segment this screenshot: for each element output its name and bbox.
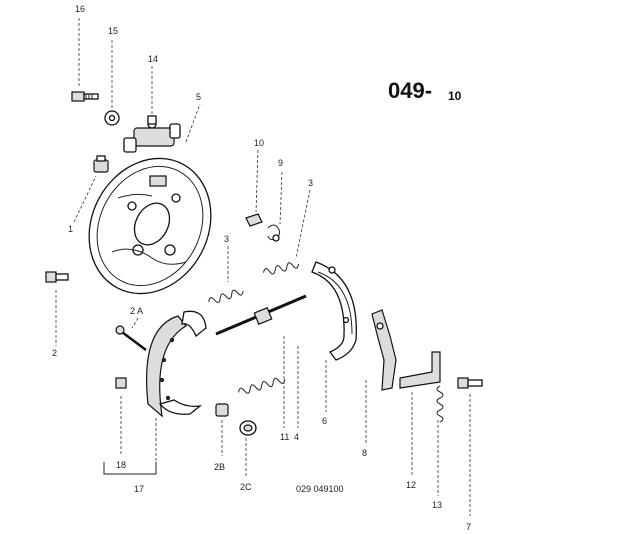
label-12: 12	[406, 480, 416, 490]
label-18: 18	[116, 460, 126, 470]
part-9-spring-clip	[267, 171, 283, 242]
part-2a-pin	[115, 317, 147, 351]
page-code: 049-	[388, 78, 432, 103]
part-2-pin	[45, 271, 69, 346]
part-3-spring-lower	[208, 246, 244, 303]
part-14-wheel-cylinder	[123, 66, 181, 153]
label-15: 15	[108, 26, 118, 36]
label-13: 13	[432, 500, 442, 510]
page-code-sub: 10	[448, 89, 462, 103]
label-8: 8	[362, 448, 367, 458]
part-4-spring	[238, 346, 299, 428]
part-16-bolt	[71, 18, 99, 102]
label-9: 9	[278, 158, 283, 168]
label-2a: 2 A	[130, 306, 143, 316]
part-1-bleeder	[73, 155, 109, 223]
part-10-clip	[245, 149, 263, 227]
label-16: 16	[75, 4, 85, 14]
label-7: 7	[466, 522, 471, 532]
part-2c-cap	[239, 420, 257, 476]
label-3a: 3	[224, 234, 229, 244]
part-8-lever	[365, 309, 397, 444]
label-2: 2	[52, 348, 57, 358]
part-11-adjuster	[215, 294, 307, 428]
label-5: 5	[196, 92, 201, 102]
part-18-bolt	[115, 377, 127, 454]
bracket-17	[103, 418, 157, 475]
label-2c: 2C	[240, 482, 252, 492]
label-1: 1	[68, 224, 73, 234]
part-13-spring	[436, 385, 444, 496]
part-3-spring-upper	[263, 189, 311, 275]
part-15-washer	[104, 40, 120, 126]
label-2b: 2B	[214, 462, 225, 472]
label-3b: 3	[308, 178, 313, 188]
part-6-brake-shoe	[311, 261, 357, 412]
label-14: 14	[148, 54, 158, 64]
label-11: 11	[280, 432, 289, 442]
label-6: 6	[322, 416, 327, 426]
part-12-strut	[399, 351, 441, 476]
part-2b-bush	[215, 403, 229, 456]
label-10: 10	[254, 138, 264, 148]
label-17: 17	[134, 484, 144, 494]
reference-code: 029 049100	[296, 484, 344, 494]
part-17-brake-shoe	[146, 310, 207, 418]
label-4: 4	[294, 432, 299, 442]
part-7-bolt	[457, 377, 483, 516]
part-5-backing-plate	[88, 103, 212, 295]
